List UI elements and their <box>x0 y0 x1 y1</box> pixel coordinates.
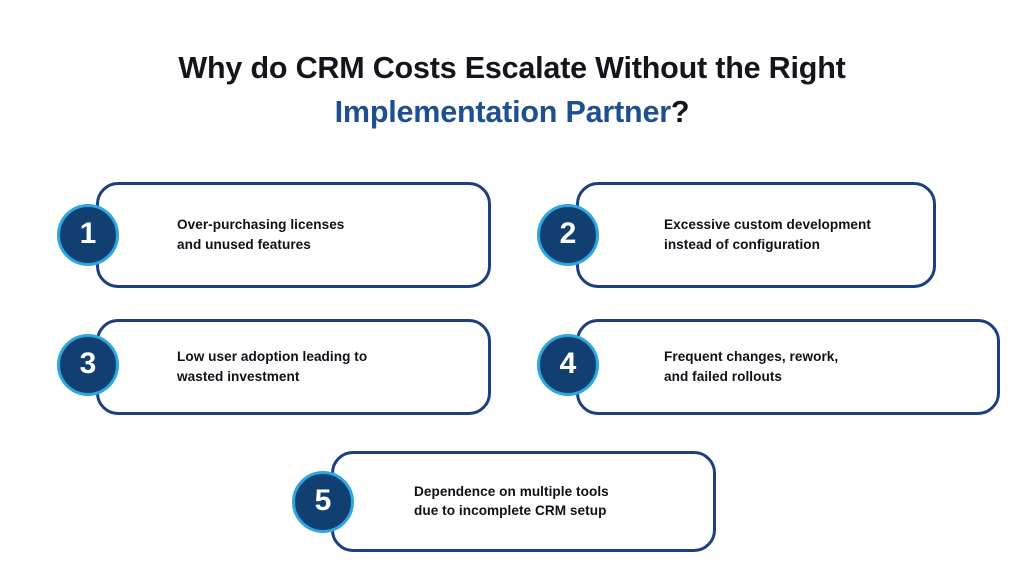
reason-card-5-number: 5 <box>314 484 332 517</box>
reason-card-2-text: Excessive custom development instead of … <box>664 215 871 255</box>
title-line-1: Why do CRM Costs Escalate Without the Ri… <box>178 51 846 85</box>
reason-card-1[interactable]: Over-purchasing licenses and unused feat… <box>96 182 491 288</box>
reason-card-5-line-1: Dependence on multiple tools <box>414 483 609 499</box>
reason-card-1-number-badge: 1 <box>57 204 119 266</box>
reason-card-4-line-1: Frequent changes, rework, <box>664 349 839 365</box>
reason-card-3-number: 3 <box>79 347 97 380</box>
reason-card-1-line-2: and unused features <box>177 237 311 252</box>
reason-card-5[interactable]: Dependence on multiple tools due to inco… <box>331 451 716 552</box>
reason-card-4-number: 4 <box>559 347 577 380</box>
reason-card-2-number: 2 <box>559 217 577 250</box>
reason-card-3-line-2: wasted investment <box>177 369 300 384</box>
reason-card-3[interactable]: Low user adoption leading to wasted inve… <box>96 319 491 415</box>
reason-card-1-line-1: Over-purchasing licenses <box>177 217 345 233</box>
reason-card-2-number-badge: 2 <box>537 204 599 266</box>
reason-card-1-text: Over-purchasing licenses and unused feat… <box>177 215 344 255</box>
reason-card-4[interactable]: Frequent changes, rework, and failed rol… <box>576 319 1000 415</box>
title-accent: Implementation Partner <box>334 95 671 130</box>
reason-card-3-number-badge: 3 <box>57 334 119 396</box>
reason-card-5-line-2: due to incomplete CRM setup <box>414 503 607 519</box>
reason-card-3-line-1: Low user adoption leading to <box>177 349 368 365</box>
reason-card-4-line-2: and failed rollouts <box>664 369 783 384</box>
title-line-2: Implementation Partner? <box>0 94 1024 131</box>
reason-card-2[interactable]: Excessive custom development instead of … <box>576 182 936 288</box>
reason-card-3-text: Low user adoption leading to wasted inve… <box>177 347 367 387</box>
page-title: Why do CRM Costs Escalate Without the Ri… <box>0 50 1024 131</box>
title-question-mark: ? <box>670 95 690 130</box>
reason-card-2-line-1: Excessive custom development <box>664 217 871 233</box>
reason-card-4-number-badge: 4 <box>537 334 599 396</box>
reason-card-4-text: Frequent changes, rework, and failed rol… <box>664 347 838 387</box>
reason-card-2-line-2: instead of configuration <box>664 237 821 252</box>
reason-card-5-number-badge: 5 <box>292 471 354 533</box>
reason-card-1-number: 1 <box>79 217 97 250</box>
reason-card-5-text: Dependence on multiple tools due to inco… <box>414 482 609 522</box>
